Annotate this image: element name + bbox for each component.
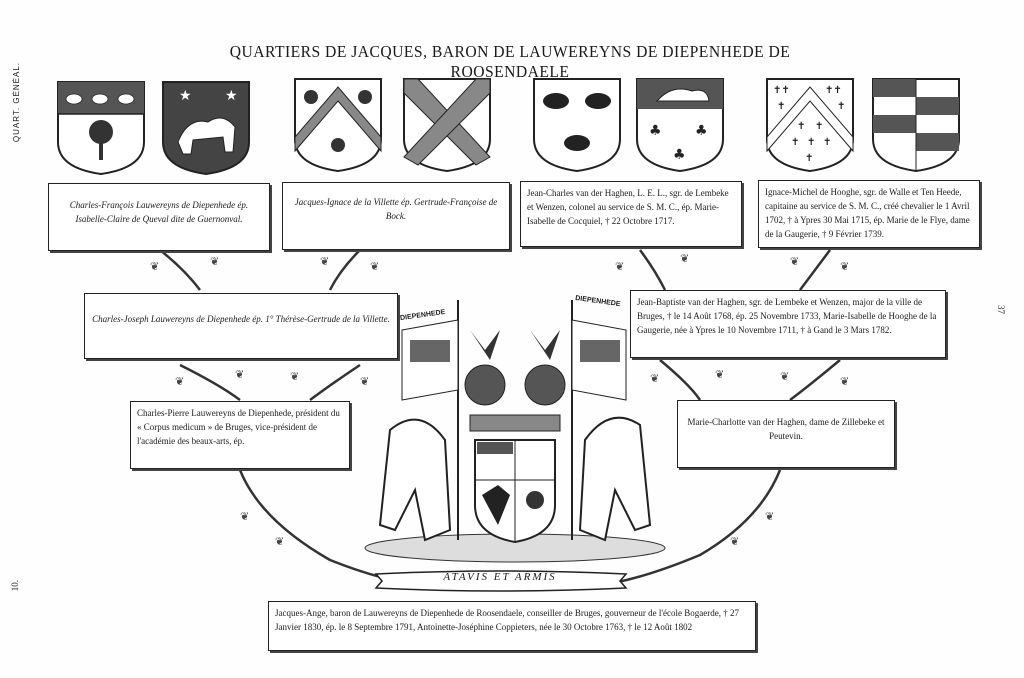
svg-text:♣: ♣ [673,147,686,163]
svg-text:❦: ❦ [150,260,159,273]
svg-text:❦: ❦ [175,375,184,388]
coat-of-arms-lauwereyns [57,81,145,175]
svg-text:✝: ✝ [791,137,799,148]
svg-text:❦: ❦ [320,255,329,268]
svg-text:❦: ❦ [680,252,689,265]
coat-of-arms-hooghe: ✝✝✝✝✝✝ ✝✝✝✝✝✝ [766,78,854,172]
svg-text:✝: ✝ [805,153,813,164]
coat-of-arms-cocquiel: ♣ ♣ ♣ [636,78,724,172]
svg-text:❦: ❦ [615,260,624,273]
central-coat-of-arms [364,300,666,563]
svg-text:★: ★ [179,88,192,104]
svg-text:❦: ❦ [790,255,799,268]
coat-of-arms-le-flye [872,78,960,172]
svg-text:❦: ❦ [235,368,244,381]
svg-text:✝✝: ✝✝ [825,85,842,96]
svg-text:♣: ♣ [695,123,708,139]
svg-text:❦: ❦ [840,375,849,388]
svg-text:❦: ❦ [650,372,659,385]
svg-text:❦: ❦ [840,260,849,273]
box-lauwereyns-queval: Charles-François Lauwereyns de Diepenhed… [48,183,270,251]
box-jacques-ange: Jacques-Ange, baron de Lauwereyns de Die… [268,601,756,651]
svg-text:❦: ❦ [290,370,299,383]
svg-text:❦: ❦ [370,260,379,273]
svg-text:❦: ❦ [765,510,774,523]
motto-text: ATAVIS ET ARMIS [443,571,557,583]
shields-row: ★★ ♣♣♣ ✝✝✝✝✝✝ ✝✝✝✝✝✝ [57,78,960,175]
svg-text:❦: ❦ [360,375,369,388]
svg-text:✝✝: ✝✝ [773,85,790,96]
box-villette-bock: Jacques-Ignace de la Villette ép. Gertru… [282,182,510,250]
box-charles-pierre: Charles-Pierre Lauwereyns de Diepenhede,… [130,401,350,469]
svg-text:✝: ✝ [777,101,785,112]
svg-text:❦: ❦ [730,535,739,548]
box-charles-joseph: Charles-Joseph Lauwereyns de Diepenhede … [84,293,398,359]
svg-text:✝: ✝ [823,137,831,148]
svg-text:✝: ✝ [815,121,823,132]
box-jean-baptiste: Jean-Baptiste van der Haghen, sgr. de Le… [630,290,946,358]
svg-text:✝: ✝ [837,101,845,112]
coat-of-arms-van-der-haghen [533,78,621,172]
box-van-der-haghen-cocquiel: Jean-Charles van der Haghen, L. E. L., s… [520,181,742,247]
box-marie-charlotte: Marie-Charlotte van der Haghen, dame de … [677,400,895,468]
svg-text:❦: ❦ [240,510,249,523]
svg-text:✝: ✝ [797,121,805,132]
margin-number-right: 37 [996,305,1006,314]
motto-ribbon [374,570,628,592]
svg-text:❦: ❦ [210,255,219,268]
coat-of-arms-bock [403,78,491,172]
coat-of-arms-villette [294,78,382,172]
svg-text:♣: ♣ [649,123,662,139]
coat-of-arms-queval: ★★ [162,81,250,175]
svg-text:❦: ❦ [275,535,284,548]
svg-text:★: ★ [225,88,238,104]
page-title: QUARTIERS DE JACQUES, BARON DE LAUWEREYN… [229,42,791,81]
svg-text:❦: ❦ [780,370,789,383]
svg-text:✝: ✝ [807,137,815,148]
box-hooghe-le-flye: Ignace-Michel de Hooghe, sgr. de Walle e… [758,180,980,248]
svg-text:❦: ❦ [715,368,724,381]
